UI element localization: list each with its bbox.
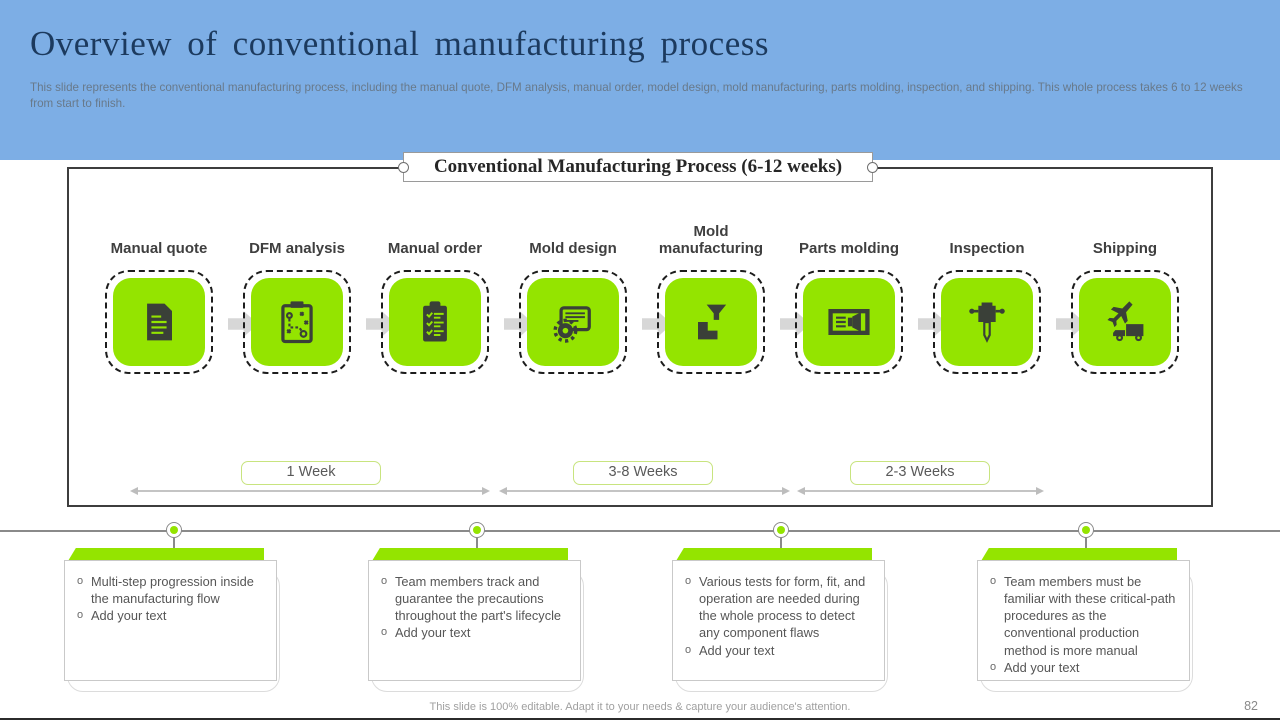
- callout-connector-dot: [166, 522, 182, 538]
- step-tile: [243, 270, 351, 374]
- page-number: 82: [1244, 699, 1258, 713]
- duration-pill-2-3weeks: 2-3 Weeks: [850, 461, 990, 485]
- page-subtitle: This slide represents the conventional m…: [30, 81, 1243, 111]
- bullet-text: Add your text: [91, 608, 167, 624]
- step-tile: [381, 270, 489, 374]
- callout-card-accent-bar: [372, 548, 568, 561]
- duration-pill-3-8weeks: 3-8 Weeks: [573, 461, 713, 485]
- callout-connector-dot: [469, 522, 485, 538]
- strategy-clipboard-icon: [251, 278, 343, 366]
- screen-gear-icon: [527, 278, 619, 366]
- bullet-text: Various tests for form, fit, and operati…: [699, 574, 866, 641]
- callout-connector-line: [0, 530, 1280, 532]
- span-arrow-1: [130, 486, 490, 496]
- callout-connector-stem: [173, 538, 175, 549]
- step-tile: [657, 270, 765, 374]
- span-arrow-2: [499, 486, 790, 496]
- step-label: Manual quote: [110, 239, 208, 257]
- bullet-text: Team members track and guarantee the pre…: [395, 574, 562, 624]
- callout-bullet: o Team members track and guarantee the pr…: [375, 573, 572, 624]
- step-label: DFM analysis: [249, 239, 345, 257]
- callout-card-accent-bar: [68, 548, 264, 561]
- step-tile: [933, 270, 1041, 374]
- bullet-marker: o: [76, 575, 84, 587]
- bullet-marker: o: [989, 660, 997, 673]
- step-label: Parts molding: [798, 239, 899, 257]
- callout-card-2: o Team members track and guarantee the pr…: [368, 560, 581, 681]
- callout-bullet: o Multi-step progression inside the manuf…: [71, 573, 268, 607]
- callout-card-accent-bar: [981, 548, 1177, 561]
- callout-connector-dot: [773, 522, 789, 538]
- callout-connector-stem: [780, 538, 782, 549]
- step-label: Manual order: [387, 239, 483, 257]
- callout-bullet: o Add your text: [679, 642, 876, 659]
- duration-pill-1week: 1 Week: [241, 461, 381, 485]
- callout-connector-stem: [1085, 538, 1087, 549]
- step-label: Mold manufacturing: [658, 222, 764, 257]
- callout-bullet: o Team members must be familiar with thes…: [984, 573, 1181, 659]
- jackhammer-icon: [941, 278, 1033, 366]
- process-diagram-box: 1 Week 3-8 Weeks 2-3 Weeks Manual quote D…: [67, 167, 1213, 507]
- step-tile: [105, 270, 213, 374]
- bullet-marker: o: [380, 575, 388, 587]
- diagram-title-tab: Conventional Manufacturing Process (6-12…: [398, 152, 878, 182]
- callout-bullet: o Add your text: [375, 624, 572, 641]
- callout-connector-stem: [476, 538, 478, 549]
- plane-truck-icon: [1079, 278, 1171, 366]
- bullet-marker: o: [684, 575, 692, 587]
- bullet-marker: o: [684, 643, 692, 656]
- callout-bullet: o Add your text: [984, 659, 1181, 676]
- slide-bottom-edge: [0, 718, 1280, 720]
- connector-dot-right: [867, 161, 878, 173]
- document-icon: [113, 278, 205, 366]
- mold-part-icon: [803, 278, 895, 366]
- callout-bullet: o Various tests for form, fit, and operat…: [679, 573, 876, 642]
- step-tile: [1071, 270, 1179, 374]
- step-label: Inspection: [949, 239, 1025, 257]
- step-label: Mold design: [529, 239, 617, 257]
- callout-card-1: o Multi-step progression inside the manuf…: [64, 560, 277, 681]
- callout-card-4: o Team members must be familiar with thes…: [977, 560, 1190, 681]
- bullet-marker: o: [76, 609, 84, 622]
- span-arrow-3: [797, 486, 1044, 496]
- bullet-marker: o: [989, 575, 997, 587]
- footer-note: This slide is 100% editable. Adapt it to…: [429, 701, 851, 713]
- bullet-text: Add your text: [1004, 659, 1080, 675]
- mold-pour-icon: [665, 278, 757, 366]
- callout-card-accent-bar: [676, 548, 872, 561]
- bullet-text: Add your text: [395, 625, 471, 641]
- step-tile: [795, 270, 903, 374]
- step-tile: [519, 270, 627, 374]
- bullet-text: Team members must be familiar with these…: [1004, 574, 1176, 658]
- slide-header: Overview of conventional manufacturing p…: [0, 0, 1280, 160]
- callout-card-3: o Various tests for form, fit, and operat…: [672, 560, 885, 681]
- bullet-marker: o: [380, 626, 388, 639]
- checklist-clipboard-icon: [389, 278, 481, 366]
- connector-dot-left: [398, 161, 409, 173]
- callout-connector-dot: [1078, 522, 1094, 538]
- step-label: Shipping: [1092, 239, 1158, 257]
- diagram-title: Conventional Manufacturing Process (6-12…: [433, 156, 843, 177]
- bullet-text: Multi-step progression inside the manufa…: [91, 574, 254, 607]
- callout-bullet: o Add your text: [71, 607, 268, 624]
- bullet-text: Add your text: [699, 642, 775, 658]
- page-title: Overview of conventional manufacturing p…: [30, 24, 769, 63]
